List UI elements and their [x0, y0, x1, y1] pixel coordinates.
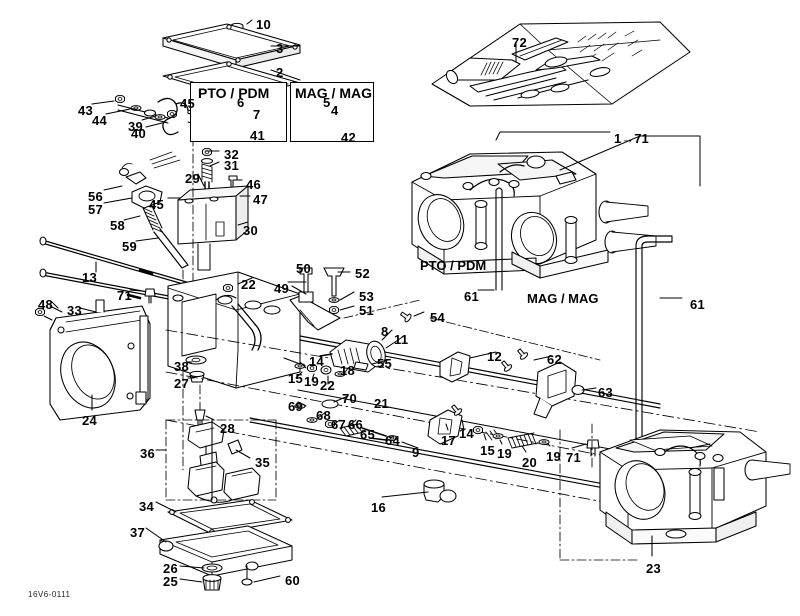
part-callout-48: 48	[38, 297, 54, 312]
part-callout-57: 57	[88, 202, 104, 217]
part-callout-9: 9	[412, 445, 420, 460]
part-callout-27: 27	[174, 376, 190, 391]
part-callout-47: 47	[253, 192, 269, 207]
part-callout-15: 15	[480, 443, 496, 458]
part-callout-61: 61	[690, 297, 706, 312]
part-callout-29: 29	[185, 171, 201, 186]
part-callout-17: 17	[441, 433, 457, 448]
part-callout-66: 66	[348, 417, 364, 432]
part-callout-18: 18	[340, 363, 356, 378]
part-callout-8: 8	[381, 324, 389, 339]
part-callout-6: 6	[237, 95, 245, 110]
part-callout-11: 11	[394, 332, 409, 347]
part-callout-59: 59	[122, 239, 138, 254]
inset-title-pto-pdm: PTO / PDM	[198, 85, 270, 101]
part-callout-20: 20	[522, 455, 538, 470]
part-callout-55: 55	[377, 356, 393, 371]
group-label-pto-pdm: PTO / PDM	[420, 258, 487, 273]
part-callout-51: 51	[359, 303, 375, 318]
part-callout-49: 49	[274, 281, 290, 296]
part-callout-63: 63	[598, 385, 614, 400]
part-callout-41: 41	[250, 128, 266, 143]
part-callout-67: 67	[331, 417, 347, 432]
part-callout-53: 53	[359, 289, 375, 304]
part-callout-45: 45	[149, 197, 165, 212]
inset-box-pto-pdm	[190, 82, 287, 142]
part-callout-21: 21	[374, 396, 390, 411]
part-callout-62: 62	[547, 352, 563, 367]
part-callout-40: 40	[131, 126, 147, 141]
group-label-range-1-71: 1→71	[614, 131, 649, 146]
part-callout-12: 12	[487, 349, 503, 364]
part-callout-15: 15	[288, 371, 304, 386]
part-callout-30: 30	[243, 223, 259, 238]
part-callout-26: 26	[163, 561, 179, 576]
part-callout-38: 38	[174, 359, 190, 374]
part-callout-70: 70	[342, 391, 358, 406]
part-callout-35: 35	[255, 455, 271, 470]
group-label-mag-mag: MAG / MAG	[527, 291, 599, 306]
part-callout-71: 71	[117, 288, 133, 303]
part-callout-44: 44	[92, 113, 108, 128]
part-callout-72: 72	[512, 35, 528, 50]
part-callout-60: 60	[285, 573, 301, 588]
part-callout-32: 32	[224, 147, 240, 162]
part-callout-22: 22	[241, 277, 257, 292]
inset-box-mag-mag	[290, 82, 374, 142]
part-callout-14: 14	[309, 354, 325, 369]
drawing-code: 16V6-0111	[28, 590, 71, 599]
part-callout-58: 58	[110, 218, 126, 233]
part-callout-50: 50	[296, 261, 312, 276]
inset-title-mag-mag: MAG / MAG	[295, 85, 372, 101]
part-callout-2: 2	[276, 65, 284, 80]
part-callout-19: 19	[304, 374, 320, 389]
part-callout-71: 71	[566, 450, 582, 465]
part-callout-3: 3	[276, 41, 284, 56]
part-callout-24: 24	[82, 413, 98, 428]
part-callout-46: 46	[246, 177, 262, 192]
part-callout-33: 33	[67, 303, 83, 318]
part-callout-36: 36	[140, 446, 156, 461]
part-callout-16: 16	[371, 500, 387, 515]
part-callout-4: 4	[331, 103, 339, 118]
part-callout-23: 23	[646, 561, 662, 576]
part-callout-45: 45	[180, 96, 196, 111]
part-callout-25: 25	[163, 574, 179, 589]
part-callout-42: 42	[341, 130, 357, 145]
part-callout-37: 37	[130, 525, 146, 540]
part-callout-5: 5	[323, 95, 331, 110]
part-callout-22: 22	[320, 378, 336, 393]
part-callout-19: 19	[497, 446, 513, 461]
part-callout-64: 64	[385, 433, 401, 448]
part-callout-39: 39	[128, 119, 144, 134]
part-callout-69: 69	[288, 399, 304, 414]
part-callout-52: 52	[355, 266, 371, 281]
part-callout-13: 13	[82, 270, 98, 285]
part-callout-34: 34	[139, 499, 155, 514]
part-callout-68: 68	[316, 408, 332, 423]
part-callout-7: 7	[253, 107, 261, 122]
part-callout-19: 19	[546, 449, 562, 464]
part-callout-28: 28	[220, 421, 236, 436]
part-callout-14: 14	[459, 426, 475, 441]
part-callout-43: 43	[78, 103, 94, 118]
part-callout-65: 65	[360, 427, 376, 442]
part-callout-54: 54	[430, 310, 446, 325]
part-callout-10: 10	[256, 17, 272, 32]
part-callout-31: 31	[224, 158, 240, 173]
part-callout-56: 56	[88, 189, 104, 204]
part-callout-61: 61	[464, 289, 480, 304]
